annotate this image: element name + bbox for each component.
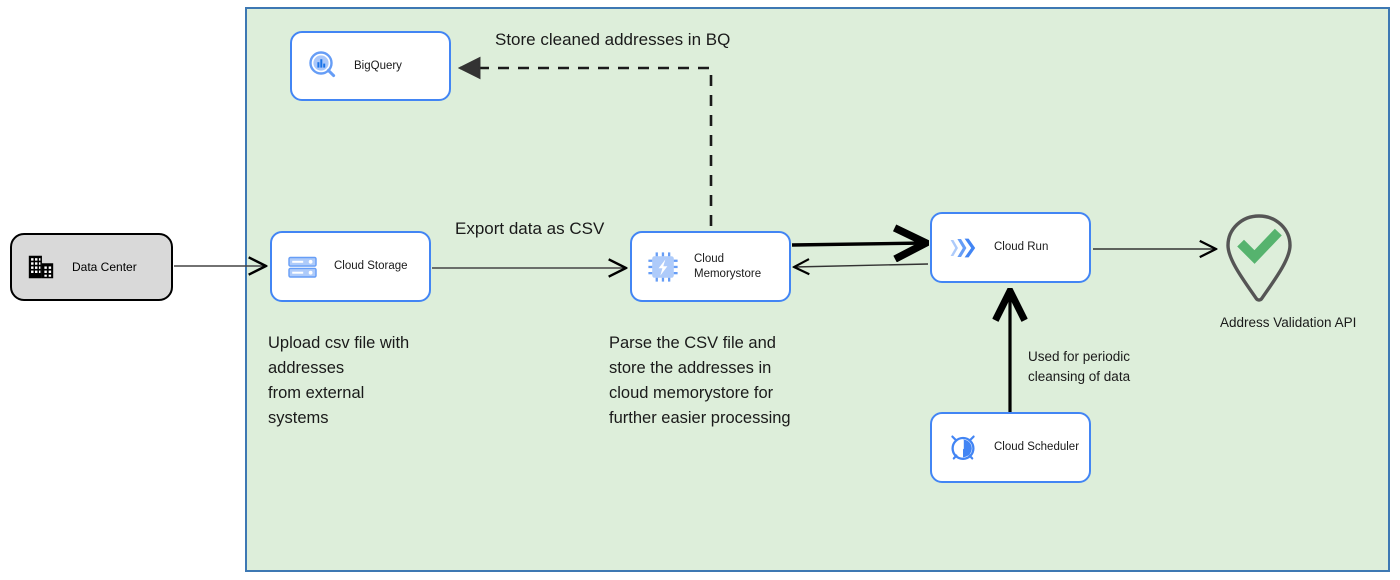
memorystore-chip-icon [648,251,678,282]
node-label-cloud-storage: Cloud Storage [334,260,408,273]
annotation-parse-csv: Parse the CSV file and store the address… [609,334,791,428]
node-cloud-storage[interactable]: Cloud Storage [270,231,431,302]
building-icon [28,255,54,279]
node-cloud-run[interactable]: Cloud Run [930,212,1091,283]
node-label-address-validation-api: Address Validation API [1220,315,1357,330]
node-address-validation-api[interactable]: Address Validation API [1220,210,1395,332]
cloud-scheduler-clock-icon [951,434,975,460]
node-label-cloud-scheduler: Cloud Scheduler [994,441,1080,454]
map-pin-check-icon [1226,214,1292,302]
annotation-upload-csv: Upload csv file with addresses from exte… [268,334,410,428]
edge-label-store-cleaned-addresses-in-bq: Store cleaned addresses in BQ [495,30,731,49]
node-label-cloud-run: Cloud Run [994,241,1049,254]
node-label-bigquery: BigQuery [354,59,402,72]
node-data-center[interactable]: Data Center [10,233,173,301]
cloud-run-icon [950,238,976,257]
edge-label-export-data-as-csv: Export data as CSV [455,219,605,238]
node-label-cloud-memorystore: Cloud Memorystore [694,252,762,280]
node-bigquery[interactable]: BigQuery [290,31,451,101]
node-cloud-scheduler[interactable]: Cloud Scheduler [930,412,1091,483]
google-cloud-boundary [245,7,1390,572]
node-label-data-center: Data Center [72,260,137,274]
cloud-storage-icon [288,256,317,278]
node-cloud-memorystore[interactable]: Cloud Memorystore [630,231,791,302]
bigquery-icon [309,51,336,78]
annotation-periodic-cleansing: Used for periodic cleansing of data [1028,349,1131,385]
